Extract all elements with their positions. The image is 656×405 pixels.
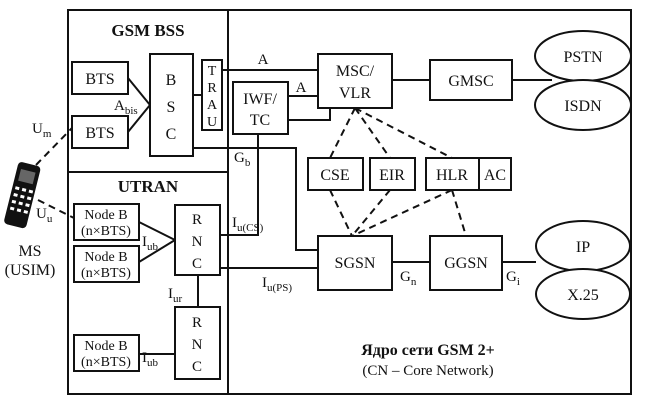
ggsn-label: GGSN [444, 255, 488, 272]
ip-label: IP [576, 239, 590, 256]
link-nodeb1-rnc1 [138, 221, 176, 241]
core-network-title: Ядро сети GSM 2+ [361, 342, 495, 359]
interface-um-label: Um [32, 121, 52, 140]
hlr-box [425, 157, 480, 191]
x25-label: X.25 [567, 287, 599, 304]
hlr-label: HLR [436, 167, 468, 184]
dashed-cse-sgsn [329, 189, 353, 237]
node-b-label-2: Node B [84, 250, 127, 265]
dashed-hlr-sgsn [351, 189, 453, 237]
isdn-ellipse [534, 79, 632, 131]
eir-box [369, 157, 416, 191]
x25-ellipse [535, 268, 631, 320]
rnc2-letter-2: N [192, 337, 203, 353]
node-b-sublabel-3: (n×BTS) [81, 355, 131, 370]
iwf-label: IWF/ [243, 91, 277, 108]
msc-vlr-box [317, 53, 393, 109]
pstn-label: PSTN [563, 49, 603, 66]
node-b-sublabel-1: (n×BTS) [81, 224, 131, 239]
interface-abis-label: Abis [114, 98, 138, 117]
node-b-box-3 [73, 334, 140, 372]
node-b-sublabel-2: (n×BTS) [81, 266, 131, 281]
overall-frame [67, 9, 632, 395]
bsc-letter-3: C [166, 126, 177, 143]
cse-box [307, 157, 364, 191]
rnc1-letter-3: C [192, 256, 202, 272]
gsm-bss-label: GSM BSS [111, 21, 184, 40]
sgsn-label: SGSN [335, 255, 376, 272]
usim-label: (USIM) [5, 262, 56, 279]
interface-gb-label: Gb [234, 150, 251, 169]
mobile-phone-icon [4, 162, 41, 229]
interface-gi-label: Gi [506, 269, 520, 288]
core-network-subtitle: (CN – Core Network) [362, 363, 493, 379]
interface-iub-label-1: Iub [142, 234, 159, 253]
bsc-letter-1: B [166, 72, 177, 89]
dashed-hlr-ggsn [451, 189, 467, 237]
bts-box-1 [71, 61, 129, 95]
cse-label: CSE [320, 167, 349, 184]
link-bts1-bsc [127, 77, 151, 106]
rnc1-letter-1: R [192, 212, 202, 228]
trau-box [201, 59, 223, 131]
bsc-letter-2: S [167, 99, 176, 116]
node-b-box-1 [73, 203, 140, 241]
gmsc-label: GMSC [448, 73, 493, 90]
link-bsc-sgsn-gb [193, 147, 318, 251]
isdn-label: ISDN [564, 98, 602, 115]
ms-label: MS [18, 243, 41, 260]
rnc1-letter-2: N [192, 234, 203, 250]
dashed-ms-nodeb-uu [37, 199, 75, 219]
vlr-label: VLR [339, 85, 371, 102]
bts-label-1: BTS [85, 71, 114, 88]
interface-a-label-2: A [296, 80, 307, 96]
rnc2-letter-1: R [192, 315, 202, 331]
ggsn-box [429, 235, 503, 291]
interface-iub-label-2: Iub [142, 350, 159, 369]
dashed-msc-hlr [354, 107, 453, 159]
link-bts2-bsc [127, 104, 151, 133]
bsc-box [149, 53, 194, 157]
utran-label: UTRAN [118, 177, 179, 196]
bts-box-2 [71, 115, 129, 149]
ac-box [478, 157, 512, 191]
bts-label-2: BTS [85, 125, 114, 142]
interface-a-label-1: A [258, 52, 269, 68]
tc-label: TC [250, 112, 270, 129]
dashed-eir-sgsn [351, 189, 391, 237]
interface-iu-ps-label: Iu(PS) [262, 275, 292, 294]
trau-letter-2: R [207, 81, 217, 96]
ac-label: AC [484, 167, 506, 184]
interface-gn-label: Gn [400, 269, 417, 288]
trau-letter-1: T [208, 64, 217, 79]
node-b-label-1: Node B [84, 208, 127, 223]
trau-letter-3: A [207, 98, 218, 113]
eir-label: EIR [379, 167, 405, 184]
iwf-tc-box [232, 81, 289, 135]
sgsn-box [317, 235, 393, 291]
trau-letter-4: U [207, 115, 217, 130]
rnc-box-1 [174, 204, 221, 276]
msc-label: MSC/ [336, 63, 375, 80]
dashed-msc-cse [329, 107, 356, 159]
node-b-box-2 [73, 245, 140, 283]
node-b-label-3: Node B [84, 339, 127, 354]
rnc-box-2 [174, 306, 221, 380]
link-nodeb2-rnc1 [138, 239, 176, 263]
rnc2-letter-3: C [192, 359, 202, 375]
dashed-ms-bts-um [35, 127, 73, 166]
interface-uu-label: Uu [36, 206, 53, 225]
dashed-msc-eir [354, 107, 391, 159]
interface-iur-label: Iur [168, 286, 183, 305]
gmsc-box [429, 59, 513, 101]
interface-iu-cs-label: Iu(CS) [232, 215, 264, 234]
